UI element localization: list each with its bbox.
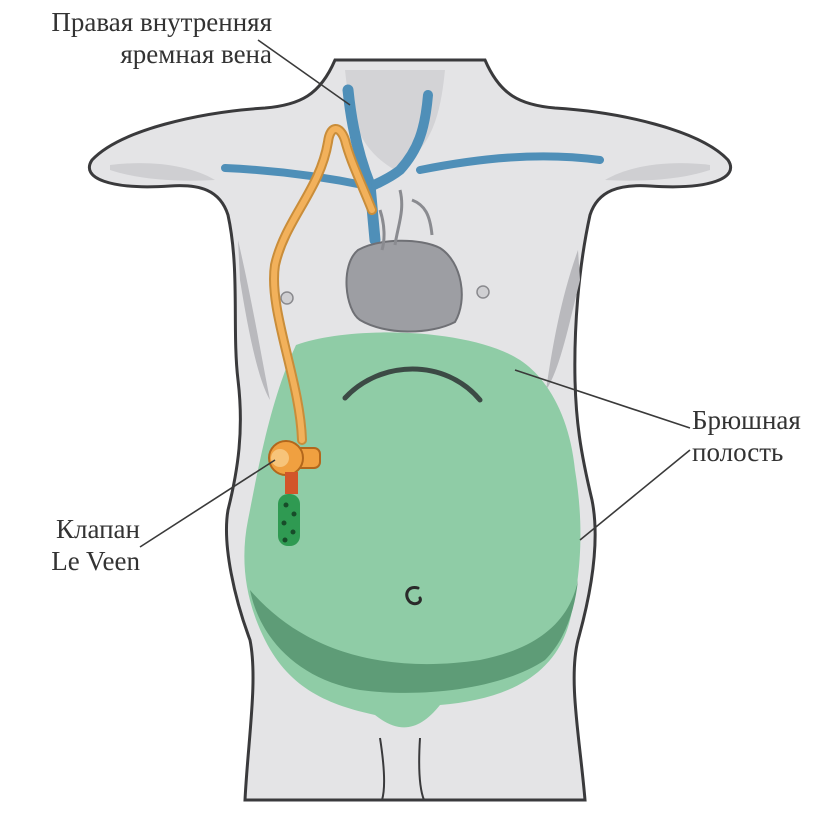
right-nipple	[477, 286, 489, 298]
label-abdominal-cavity: Брюшная полость	[692, 404, 801, 468]
label-le-veen-valve: Клапан Le Veen	[30, 513, 140, 577]
heart	[346, 241, 461, 332]
label-jugular-line-1: Правая внутренняя	[14, 6, 272, 38]
label-jugular-line-2: яремная вена	[14, 38, 272, 70]
label-valve-line-2: Le Veen	[30, 545, 140, 577]
label-valve-line-1: Клапан	[30, 513, 140, 545]
peritoneal-tube	[278, 494, 300, 546]
label-abdomen-line-2: полость	[692, 436, 801, 468]
label-right-internal-jugular-vein: Правая внутренняя яремная вена	[14, 6, 272, 70]
label-abdomen-line-1: Брюшная	[692, 404, 801, 436]
left-nipple	[281, 292, 293, 304]
